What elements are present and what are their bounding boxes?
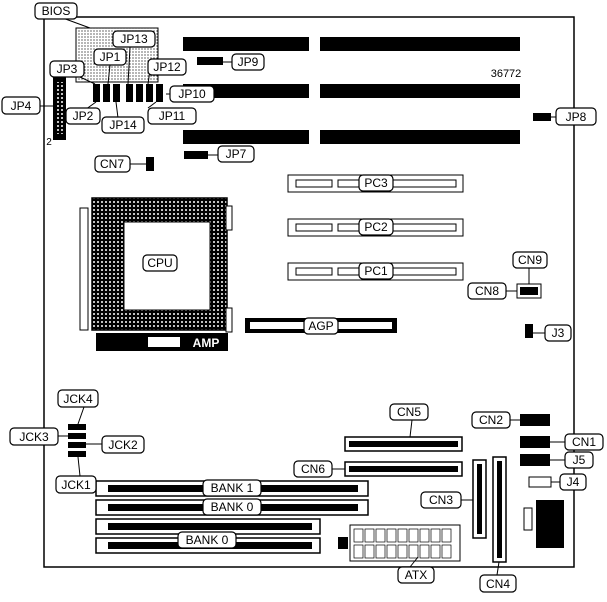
label-jp7: JP7 [226, 147, 247, 161]
cpu-lever [79, 207, 89, 331]
jp7-header [184, 151, 208, 159]
label-jck3: JCK3 [19, 430, 49, 444]
label-cpu: CPU [147, 256, 172, 270]
isa-slot [183, 130, 309, 144]
label-cn2: CN2 [479, 413, 503, 427]
label-cn5: CN5 [397, 405, 421, 419]
j4-header [528, 476, 552, 488]
label-atx: ATX [405, 568, 427, 582]
label-cn3: CN3 [429, 493, 453, 507]
label-jck4: JCK4 [63, 392, 93, 406]
pin-one-marker: 2 [46, 137, 52, 148]
label-cn1: CN1 [572, 435, 596, 449]
label-j3: J3 [552, 326, 565, 340]
label-jp8: JP8 [566, 110, 587, 124]
label-pc2: PC2 [364, 220, 388, 234]
jp8-header [533, 113, 551, 121]
label-pc1: PC1 [364, 264, 388, 278]
isa-slot [320, 84, 520, 98]
label-jp2: JP2 [73, 109, 94, 123]
label-jp3: JP3 [57, 62, 78, 76]
label-jp13: JP13 [120, 32, 148, 46]
isa-slot [320, 37, 520, 51]
label-bank0a: BANK 0 [211, 500, 254, 514]
label-pc3: PC3 [364, 176, 388, 190]
label-jp14: JP14 [109, 118, 137, 132]
isa-slots [183, 37, 520, 144]
isa-slot [320, 130, 520, 144]
label-jck2: JCK2 [108, 438, 138, 452]
jp9-header [197, 57, 223, 65]
cn7-header [146, 157, 154, 171]
label-bank1: BANK 1 [211, 481, 254, 495]
rear-io-connector [536, 500, 564, 548]
label-jp10: JP10 [178, 87, 206, 101]
label-cn6: CN6 [301, 462, 325, 476]
label-jp1: JP1 [100, 50, 121, 64]
pci-slots [287, 174, 464, 281]
label-jp12: JP12 [153, 60, 181, 74]
atx-connector [349, 524, 461, 562]
isa-slot [183, 37, 309, 51]
label-cn4: CN4 [486, 577, 510, 591]
j3-header [525, 324, 533, 338]
label-jp4: JP4 [11, 99, 32, 113]
cn2-header [520, 414, 550, 426]
model-number: 36772 [491, 68, 522, 80]
label-j5: J5 [573, 453, 586, 467]
amp-label: AMP [193, 336, 220, 350]
jumper-cluster [93, 84, 163, 102]
label-agp: AGP [308, 319, 333, 333]
label-jck1: JCK1 [61, 478, 91, 492]
cn1-header [520, 436, 550, 448]
label-j4: J4 [567, 475, 580, 489]
jck-jumpers [68, 424, 86, 457]
label-bank0b: BANK 0 [186, 533, 229, 547]
label-cn9: CN9 [518, 253, 542, 267]
j5-header [520, 454, 550, 466]
label-bios: BIOS [42, 4, 71, 18]
label-jp11: JP11 [159, 109, 186, 123]
label-jp9: JP9 [238, 55, 259, 69]
label-cn8: CN8 [475, 284, 499, 298]
label-cn7: CN7 [100, 157, 124, 171]
